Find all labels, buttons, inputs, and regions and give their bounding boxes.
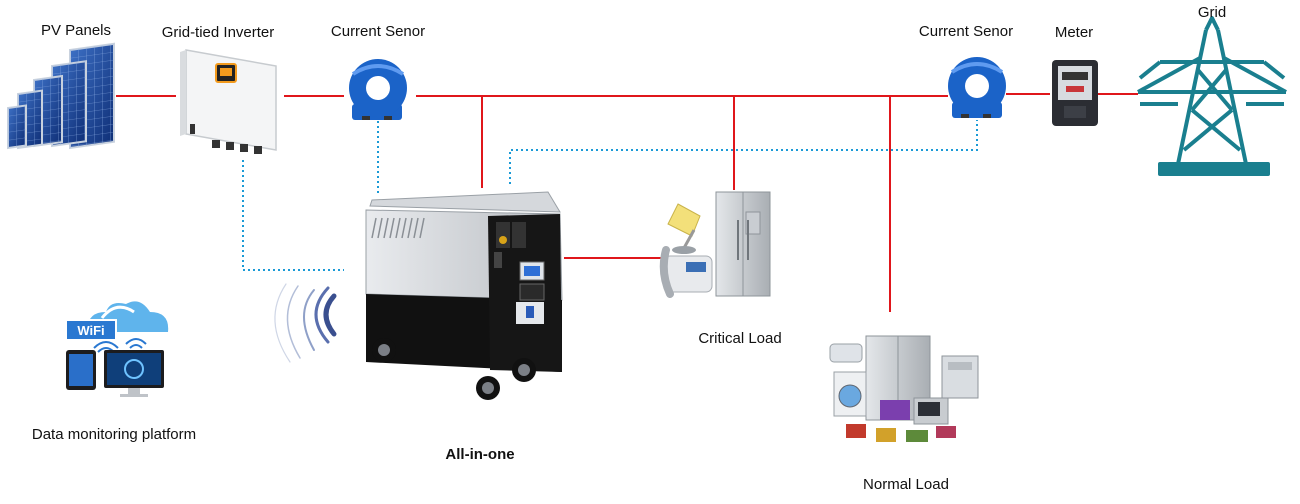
lamp-icon [667, 203, 701, 254]
label-all-in-one: All-in-one [445, 446, 515, 463]
current-sensor-icon [948, 57, 1006, 118]
label-meter: Meter [1054, 24, 1094, 41]
label-current-sensor-right: Current Senor [918, 23, 1014, 40]
tablet-icon [66, 350, 96, 390]
monitor-icon [104, 350, 164, 397]
power-tower-icon [1137, 16, 1287, 176]
wifi-badge-text: WiFi [77, 323, 104, 338]
current-sensor-icon [349, 59, 407, 120]
solar-panel-icon [7, 42, 115, 150]
label-grid: Grid [1197, 4, 1227, 21]
data-lines [242, 116, 978, 271]
inverter-icon [180, 49, 277, 154]
cloud-wifi-icon: WiFi [65, 301, 169, 353]
label-normal-load: Normal Load [863, 476, 949, 493]
label-current-sensor-left: Current Senor [330, 23, 426, 40]
meter-icon [1052, 60, 1098, 126]
power-lines [116, 93, 1138, 312]
label-data-monitoring: Data monitoring platform [31, 426, 197, 443]
label-critical-load: Critical Load [698, 330, 782, 347]
refrigerator-icon [715, 191, 771, 297]
battery-cabinet-icon [365, 191, 563, 400]
wireless-signal-icon [274, 283, 337, 363]
telephone-icon [659, 246, 713, 298]
label-grid-tied-inverter: Grid-tied Inverter [161, 24, 275, 41]
appliances-icon [829, 335, 979, 442]
label-pv-panels: PV Panels [40, 22, 112, 39]
